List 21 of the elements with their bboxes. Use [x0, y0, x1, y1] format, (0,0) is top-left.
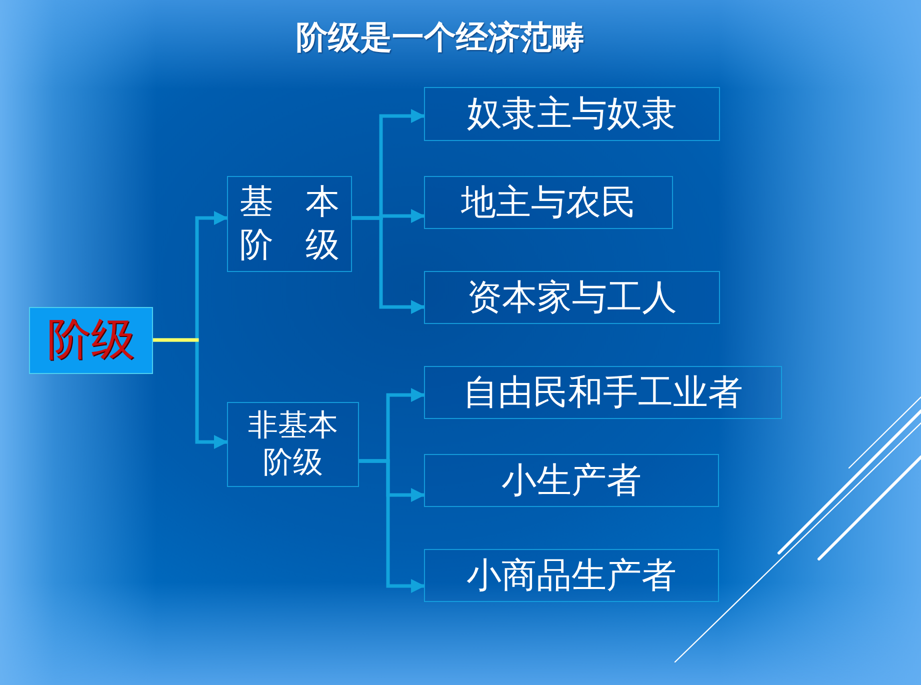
node-label: 地主与农民	[461, 182, 636, 224]
node-label: 自由民和手工业者	[463, 372, 743, 414]
node-label: 小商品生产者	[466, 554, 676, 596]
root-box	[29, 307, 153, 374]
category-box	[227, 176, 352, 272]
arrow	[359, 459, 425, 593]
item-box	[424, 549, 719, 602]
item-box	[424, 87, 720, 141]
title: 阶级是一个经济范畴	[296, 18, 584, 56]
category-box	[227, 402, 359, 487]
node-label: 非基本阶级	[247, 408, 339, 482]
item-box	[424, 271, 720, 324]
arrow	[352, 216, 425, 314]
node-label: 资本家与工人	[467, 276, 677, 318]
node-label: 阶级	[47, 314, 135, 367]
item-box	[424, 366, 782, 419]
node-label: 小生产者	[502, 460, 642, 502]
node-label: 奴隶主与奴隶	[467, 93, 677, 135]
node-label: 基本阶级	[239, 180, 340, 267]
item-box	[424, 176, 673, 229]
item-box	[424, 454, 719, 507]
